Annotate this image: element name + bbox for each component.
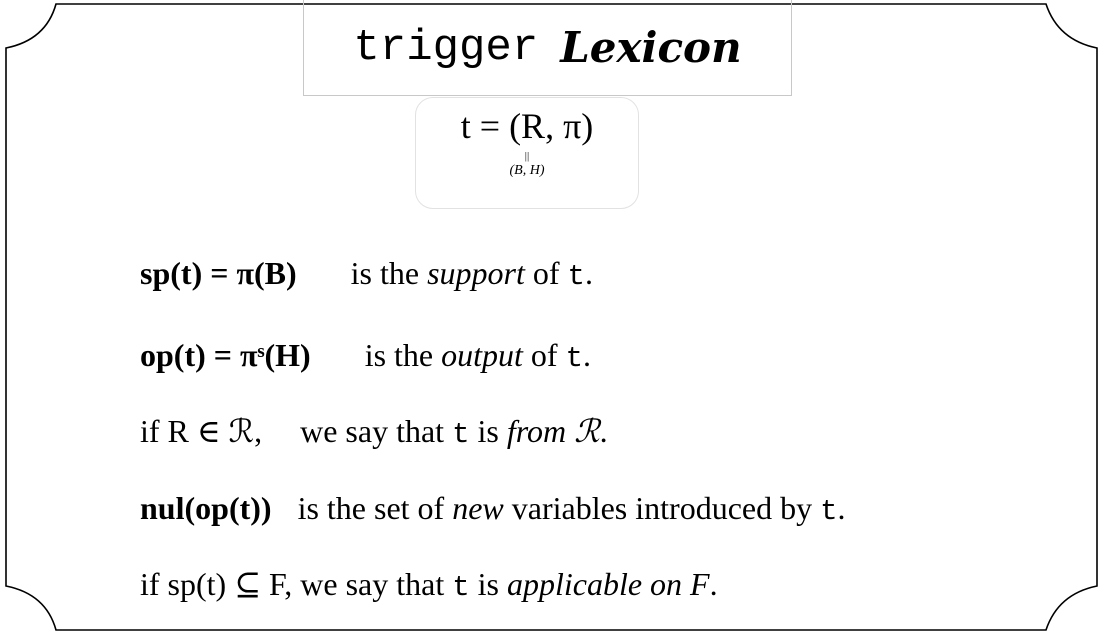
title-script-word: Lexicon	[560, 23, 742, 72]
definition-line-support: sp(t) = π(B) is the support of t.	[140, 253, 593, 297]
slide-title: trigger Lexicon	[303, 0, 792, 96]
applicable-emph: applicable on F	[506, 566, 710, 602]
from-text-mid: is	[469, 413, 507, 449]
output-text-post: of	[522, 337, 566, 373]
output-emph: output	[441, 337, 523, 373]
new-variables-emph: new	[452, 490, 504, 526]
applicable-term: t	[452, 571, 470, 604]
from-emph: from ℛ	[506, 413, 600, 449]
new-variables-text-pre: is the set of	[297, 490, 453, 526]
output-end: .	[582, 337, 591, 373]
output-text-pre: is the	[364, 337, 442, 373]
definition-line-output: op(t) = πˢ(H) is the output of t.	[140, 335, 591, 379]
applicable-text-pre: we say that	[300, 566, 453, 602]
from-end: .	[599, 413, 608, 449]
output-term: t	[565, 342, 583, 375]
support-emph: support	[427, 255, 525, 291]
trigger-definition-box: t = (R, π) || (B, H)	[415, 97, 639, 209]
from-term: t	[452, 418, 470, 451]
definition-line-applicable: if sp(t) ⊆ F, we say that t is applicabl…	[140, 564, 718, 608]
definition-line-new-variables: nul(op(t)) is the set of new variables i…	[140, 488, 846, 532]
support-text-pre: is the	[350, 255, 428, 291]
support-term: t	[567, 260, 585, 293]
tuple-formula: t = (R, π)	[460, 106, 594, 146]
tuple-sub-formula: (B, H)	[509, 163, 545, 178]
applicable-formula: if sp(t) ⊆ F,	[140, 566, 293, 602]
title-word: trigger	[353, 22, 539, 73]
support-text-post: of	[524, 255, 568, 291]
applicable-text-mid: is	[469, 566, 507, 602]
support-end: .	[584, 255, 593, 291]
applicable-end: .	[709, 566, 718, 602]
from-formula: if R ∈ ℛ,	[140, 413, 263, 449]
definition-line-from: if R ∈ ℛ, we say that t is from ℛ.	[140, 411, 608, 455]
support-formula: sp(t) = π(B)	[140, 255, 297, 291]
from-text-pre: we say that	[300, 413, 453, 449]
new-variables-end: .	[837, 490, 846, 526]
new-variables-term: t	[820, 495, 838, 528]
new-variables-text-post: variables introduced by	[503, 490, 821, 526]
output-formula: op(t) = πˢ(H)	[140, 337, 311, 373]
tuple-equals-sign: ||	[524, 150, 530, 162]
new-variables-formula: nul(op(t))	[140, 490, 272, 526]
